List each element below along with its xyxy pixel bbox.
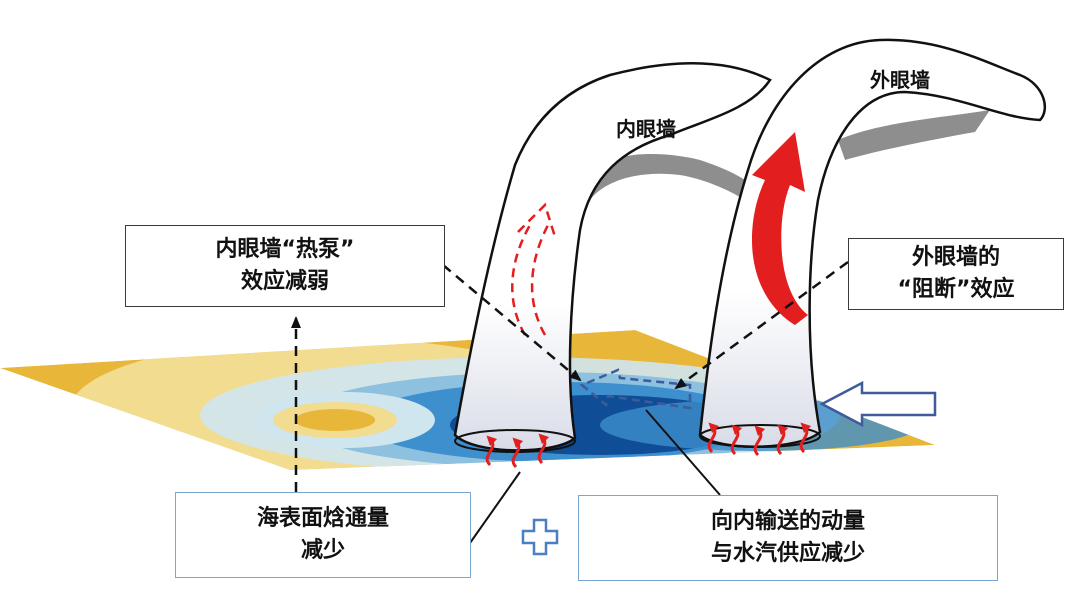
heat-pump-line1: 内眼墙“热泵”: [215, 237, 355, 263]
inner-base-heat-arrows: [485, 433, 550, 469]
outer-wall-label: 外眼墙: [870, 68, 930, 92]
plus-icon: [521, 518, 559, 556]
blocking-effect-box: 外眼墙的 “阻断”效应: [848, 238, 1064, 310]
dashed-inflow-arrow-icon: [579, 368, 692, 410]
pointer-lines: [469, 409, 721, 544]
heat-pump-line2: 效应减弱: [240, 269, 329, 294]
wall-shadows: [585, 110, 990, 210]
enthalpy-line2: 减少: [300, 538, 345, 563]
heat-pump-box: 内眼墙“热泵” 效应减弱: [125, 225, 445, 307]
enthalpy-line1: 海表面焓通量: [256, 506, 389, 532]
dashed-up-arrow-icon: [511, 202, 558, 336]
hollow-inflow-arrow-icon: [819, 380, 937, 428]
inner-eyewall: [453, 62, 772, 452]
inflow-box: 向内输送的动量 与水汽供应减少: [578, 495, 998, 581]
solid-up-arrow-icon: [752, 132, 808, 325]
outer-base-heat-arrows: [707, 422, 812, 457]
blocking-line2: “阻断”效应: [897, 277, 1015, 302]
inflow-line1: 向内输送的动量: [710, 509, 865, 535]
connector-lines: [291, 260, 849, 492]
enthalpy-flux-box: 海表面焓通量 减少: [175, 492, 471, 578]
inflow-line2: 与水汽供应减少: [710, 541, 865, 566]
blocking-line1: 外眼墙的: [911, 245, 1000, 271]
inner-wall-label: 内眼墙: [616, 117, 676, 141]
